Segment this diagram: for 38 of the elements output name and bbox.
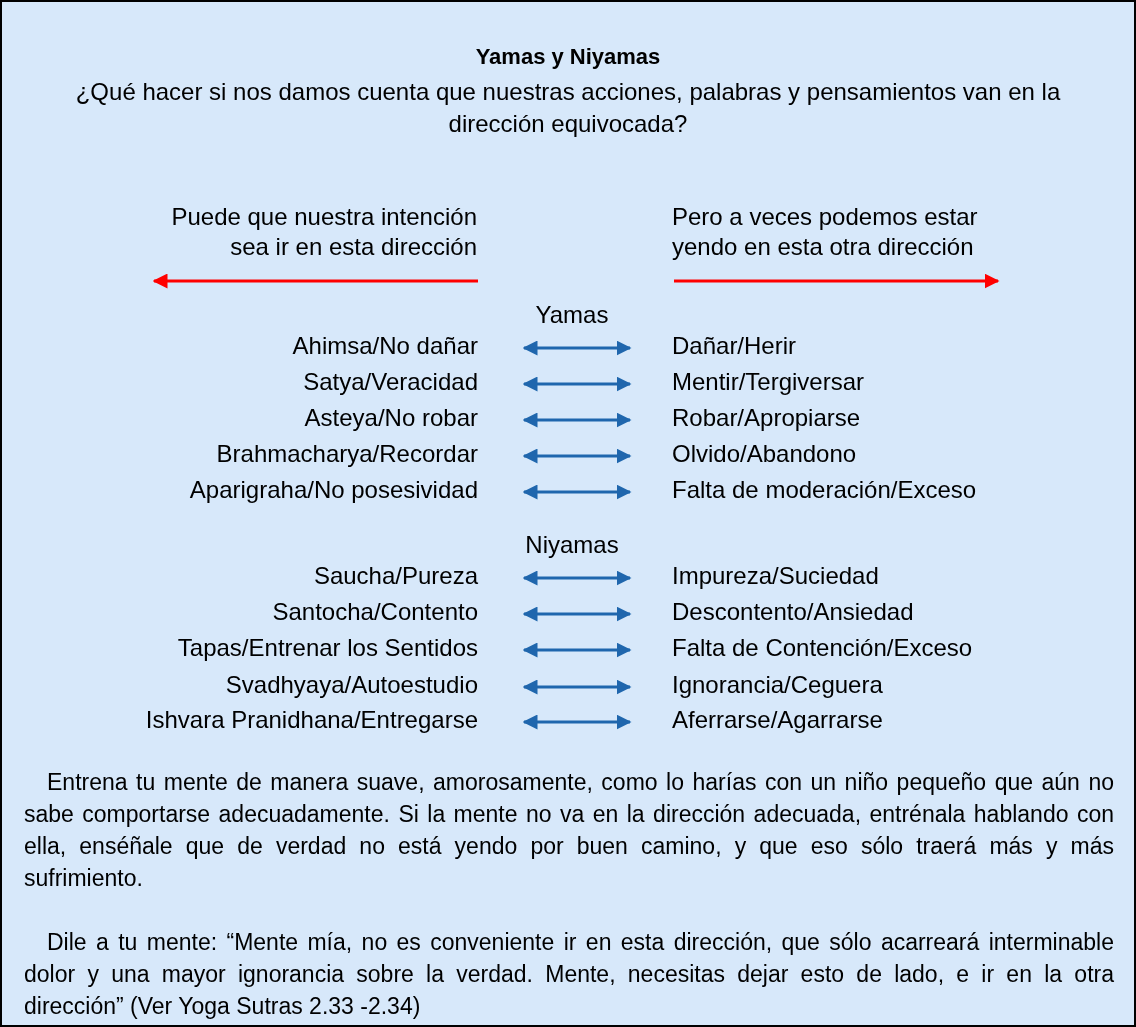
opposite-text: Ignorancia/Ceguera	[628, 671, 1128, 699]
opposite-text: Dañar/Herir	[628, 332, 1128, 360]
double-arrow	[522, 570, 632, 586]
virtue-text: Santocha/Contento	[42, 598, 522, 626]
section-heading: Yamas	[534, 300, 610, 330]
virtue-text: Ishvara Pranidhana/Entregarse	[42, 706, 522, 734]
intro-text: Pero a veces podemos estar yendo en esta otra dirección	[672, 202, 979, 262]
opposite-text: Robar/Apropiarse	[628, 404, 1128, 432]
double-arrow	[522, 484, 632, 500]
subtitle: ¿Qué hacer si nos damos cuenta que nuestras acciones, palabras y pensamientos van en la dirección equivocada?	[74, 77, 1062, 139]
virtue-text: Tapas/Entrenar los Sentidos	[42, 634, 522, 662]
virtue-text: Satya/Veracidad	[42, 368, 522, 396]
opposite-text: Olvido/Abandono	[628, 440, 1128, 468]
double-arrow	[522, 376, 632, 392]
opposite-text: Mentir/Tergiversar	[628, 368, 1128, 396]
virtue-text: Asteya/No robar	[42, 404, 522, 432]
double-arrow	[522, 679, 632, 695]
double-arrow	[522, 714, 632, 730]
paragraph: Dile a tu mente: “Mente mía, no es conveniente ir en esta dirección, que sólo acarreará interminable dolor y una mayor ignorancia sobre la verdad. Mente, necesitas dejar esto de lado, e ir en la otra dirección” (Ver Yoga Sutras 2.33 -2.34)	[24, 928, 1114, 1021]
double-arrow	[522, 448, 632, 464]
virtue-text: Brahmacharya/Recordar	[42, 440, 522, 468]
opposite-text: Descontento/Ansiedad	[628, 598, 1128, 626]
opposite-text: Aferrarse/Agarrarse	[628, 706, 1128, 734]
opposite-text: Falta de moderación/Exceso	[628, 476, 1128, 504]
virtue-text: Aparigraha/No posesividad	[42, 476, 522, 504]
intro-text: Puede que nuestra intención sea ir en esta dirección	[170, 202, 477, 262]
double-arrow	[522, 340, 632, 356]
virtue-text: Svadhyaya/Autoestudio	[42, 671, 522, 699]
double-arrow	[522, 606, 632, 622]
virtue-text: Saucha/Pureza	[42, 562, 522, 590]
opposite-text: Impureza/Suciedad	[628, 562, 1128, 590]
title: Yamas y Niyamas	[474, 43, 662, 71]
virtue-text: Ahimsa/No dañar	[42, 332, 522, 360]
opposite-text: Falta de Contención/Exceso	[628, 634, 1128, 662]
paragraph: Entrena tu mente de manera suave, amorosamente, como lo harías con un niño pequeño que aún no sabe comportarse adecuadamente. Si la mente no va en la dirección adecuada, entrénala hablando con ella, enséñale que de verdad no está yendo por buen camino, y que eso sólo traerá más y más sufrimiento.	[24, 768, 1114, 893]
double-arrow	[522, 642, 632, 658]
section-heading: Niyamas	[524, 530, 620, 560]
double-arrow	[522, 412, 632, 428]
